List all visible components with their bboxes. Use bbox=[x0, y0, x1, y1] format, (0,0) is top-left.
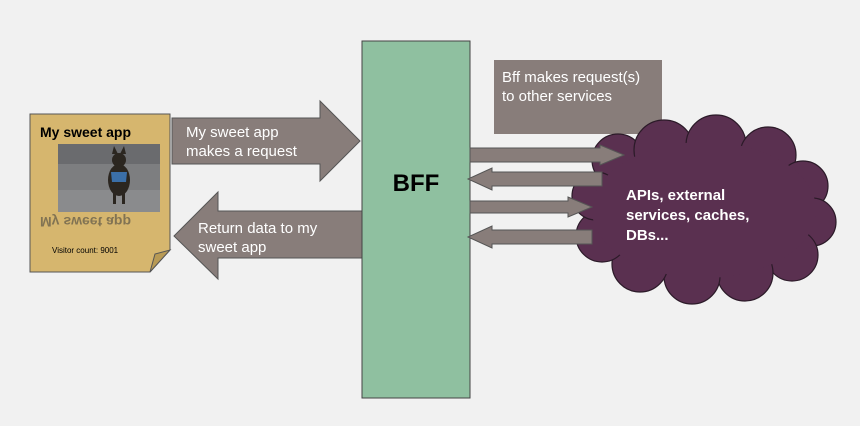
service-arrow-out-2 bbox=[469, 196, 594, 218]
cloud-text: APIs, external services, caches, DBs... bbox=[626, 186, 749, 246]
request-arrow-label-line1: My sweet app bbox=[186, 124, 279, 141]
app-document-fold bbox=[149, 249, 172, 273]
return-arrow-label-line2: sweet app bbox=[198, 239, 267, 256]
note-text-line2: to other services bbox=[502, 88, 613, 105]
visitor-count: Visitor count: 9001 bbox=[52, 246, 119, 255]
cloud-text-line2: services, caches, bbox=[626, 207, 750, 224]
request-arrow bbox=[171, 99, 361, 183]
bff-label: BFF bbox=[392, 170, 440, 197]
note-text: Bff makes request(s) to other services bbox=[502, 68, 640, 106]
return-arrow-label-line1: Return data to my bbox=[198, 220, 318, 237]
service-arrow-in-2 bbox=[466, 225, 593, 249]
service-arrow-in-1 bbox=[466, 167, 603, 191]
services-cloud-body bbox=[592, 142, 816, 278]
bff-box bbox=[361, 40, 471, 399]
note-box bbox=[494, 60, 662, 134]
app-title-reflection: My sweet app bbox=[40, 214, 132, 230]
return-arrow bbox=[173, 190, 363, 281]
request-arrow-label-line2: makes a request bbox=[186, 143, 297, 160]
cloud-text-line1: APIs, external bbox=[626, 187, 726, 204]
return-arrow-label: Return data to my sweet app bbox=[198, 219, 317, 257]
cloud-text-line3: DBs... bbox=[626, 227, 669, 244]
app-title: My sweet app bbox=[40, 124, 132, 140]
note-text-line1: Bff makes request(s) bbox=[502, 69, 641, 86]
dog-photo bbox=[58, 144, 160, 212]
service-arrow-out-1 bbox=[469, 144, 626, 166]
request-arrow-label: My sweet app makes a request bbox=[186, 123, 297, 161]
